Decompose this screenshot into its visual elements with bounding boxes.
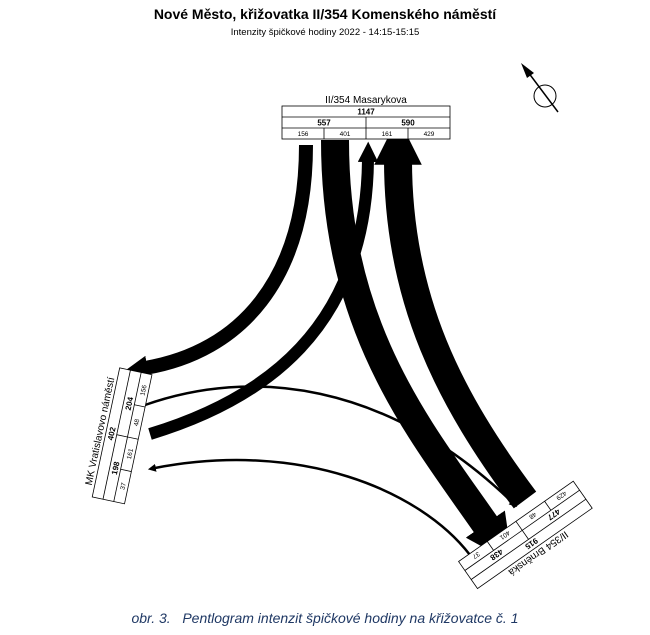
group-sum: 198 — [110, 460, 122, 475]
flow-masarykova-vratislavovo — [123, 144, 313, 380]
flow-value: 429 — [424, 131, 435, 138]
flow-value: 48 — [527, 510, 537, 520]
arm-name: II/354 Masarykova — [325, 95, 407, 106]
group-sum: 590 — [401, 119, 415, 128]
diagram-title: Nové Město, křižovatka II/354 Komenského… — [153, 6, 497, 22]
group-sum: 204 — [124, 396, 136, 411]
flow-masarykova-brnenska — [321, 139, 513, 564]
figure-caption: obr. 3. Pentlogram intenzit špičkové hod… — [131, 610, 519, 626]
flow-vratislavovo-masarykova — [148, 141, 379, 440]
flow-value: 156 — [139, 384, 148, 396]
flow-value: 37 — [119, 482, 127, 491]
diagram-subtitle: Intenzity špičkové hodiny 2022 - 14:15-1… — [230, 27, 420, 38]
flow-value: 161 — [126, 448, 135, 460]
flow-value: 156 — [298, 131, 309, 138]
flow-brnenska-vratislavovo — [147, 458, 471, 556]
flow-value: 161 — [382, 131, 393, 138]
arm-total: 402 — [106, 426, 118, 441]
flow-brnenska-masarykova — [374, 117, 537, 509]
flow-vratislavovo-brnenska — [144, 385, 518, 507]
north-arrow-icon — [521, 63, 559, 113]
flow-value: 48 — [133, 418, 141, 427]
arm-box-masarykova: II/354 Masarykova 1147 557 590 156 401 1… — [281, 95, 451, 140]
arm-total: 1147 — [357, 108, 375, 117]
flow-value: 401 — [340, 131, 351, 138]
flow-value: 37 — [471, 550, 481, 560]
group-sum: 557 — [317, 119, 331, 128]
arm-box-vratislavovo: MK Vratislavovo náměstí 402 198 204 37 1… — [84, 367, 153, 505]
